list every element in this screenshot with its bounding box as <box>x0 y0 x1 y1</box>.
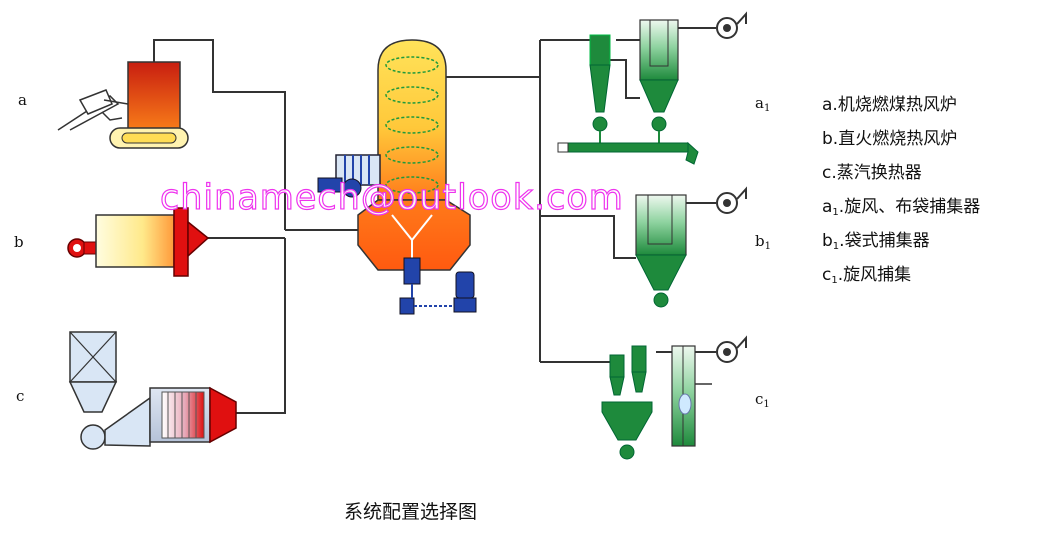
label-b1-letter: b <box>755 232 765 250</box>
legend-prefix: a <box>822 197 833 217</box>
legend-prefix: c. <box>822 163 837 183</box>
label-a: a <box>18 91 27 109</box>
label-a1-letter: a <box>755 94 764 112</box>
legend-sub: 1 <box>832 241 840 252</box>
label-a1: a1 <box>755 94 770 114</box>
legend-item: b.直火燃烧热风炉 <box>822 126 1037 160</box>
legend-prefix: b <box>822 231 833 251</box>
diagram-caption: 系统配置选择图 <box>344 501 478 523</box>
drying-tower <box>317 39 477 315</box>
legend-item: c1.旋风捕集 <box>822 262 1037 296</box>
legend-text: 直火燃烧热风炉 <box>838 129 958 149</box>
direct-fire-furnace-b <box>67 207 210 277</box>
legend-text: 蒸汽换热器 <box>836 163 922 183</box>
label-b1-sub: 1 <box>764 241 771 252</box>
pipe-network <box>153 27 716 414</box>
bag-collector-b1 <box>635 186 747 308</box>
label-c1: c1 <box>755 390 770 410</box>
steam-heat-exchanger-c <box>68 331 237 450</box>
legend-prefix: b. <box>822 129 839 149</box>
label-c: c <box>16 387 25 405</box>
coal-furnace-a <box>57 61 189 149</box>
legend-prefix: a. <box>822 95 838 115</box>
legend: a.机烧燃煤热风炉 b.直火燃烧热风炉 c.蒸汽换热器 a1.旋风、布袋捕集器 … <box>822 92 1037 296</box>
legend-text: .旋风、布袋捕集器 <box>838 197 981 217</box>
watermark-text: chinamech@outlook.com <box>159 177 624 218</box>
cyclone-bag-collector-a1 <box>557 11 747 165</box>
label-b1: b1 <box>755 232 771 252</box>
legend-prefix: c <box>822 265 832 285</box>
label-a1-sub: 1 <box>763 103 771 114</box>
legend-item: b1.袋式捕集器 <box>822 228 1037 262</box>
cyclone-collector-c1 <box>601 335 747 460</box>
legend-sub: 1 <box>832 207 839 218</box>
legend-text: .旋风捕集 <box>837 265 912 285</box>
legend-item: a1.旋风、布袋捕集器 <box>822 194 1037 228</box>
legend-sub: 1 <box>831 275 838 286</box>
label-c1-letter: c <box>755 390 764 408</box>
legend-text: .袋式捕集器 <box>839 231 930 251</box>
label-b: b <box>14 233 24 251</box>
legend-item: c.蒸汽换热器 <box>822 160 1037 194</box>
legend-item: a.机烧燃煤热风炉 <box>822 92 1037 126</box>
legend-text: 机烧燃煤热风炉 <box>837 95 957 115</box>
label-c1-sub: 1 <box>763 399 770 410</box>
